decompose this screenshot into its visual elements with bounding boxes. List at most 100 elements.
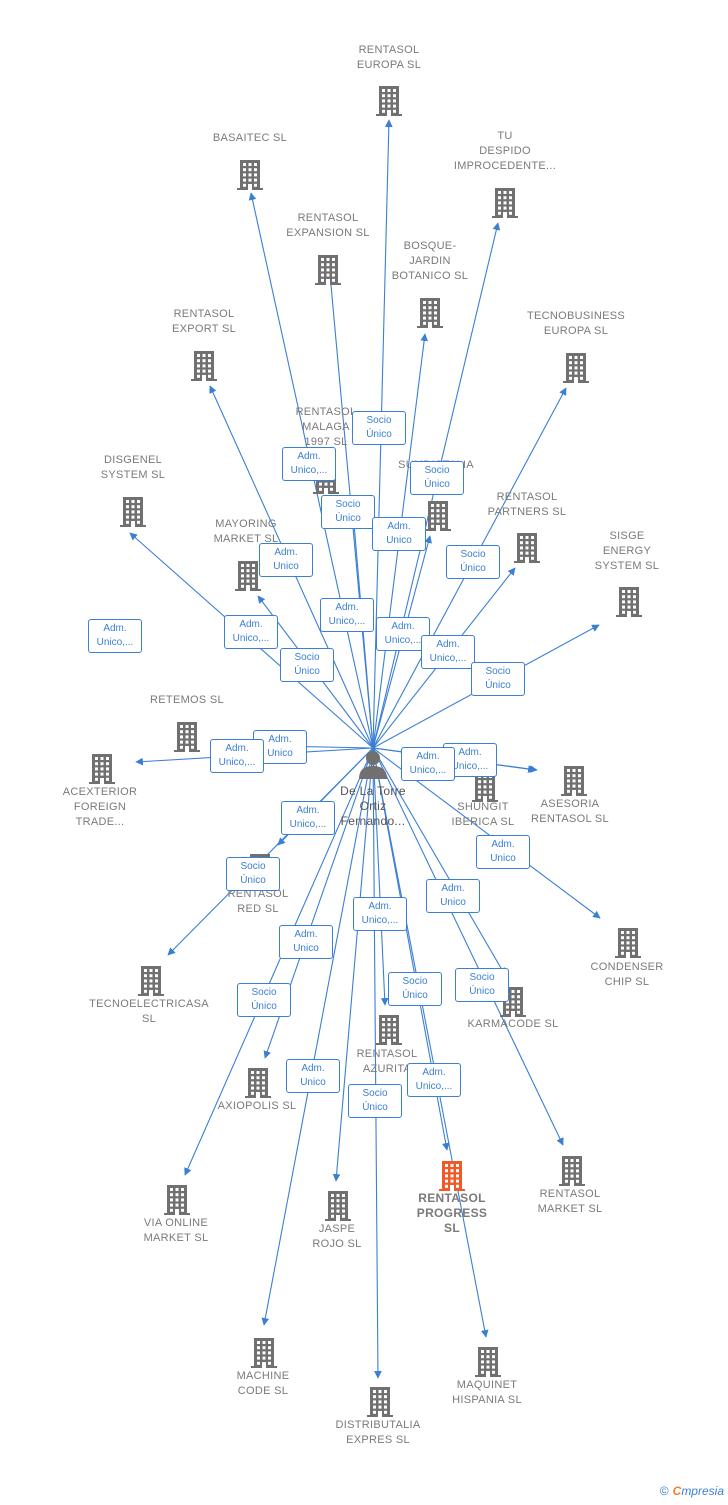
company-label[interactable]: ACEXTERIOR FOREIGN TRADE... bbox=[62, 786, 138, 828]
company-node-icon-c11[interactable] bbox=[467, 531, 587, 563]
company-node-icon-c24[interactable] bbox=[392, 1159, 512, 1191]
company-label[interactable]: MACHINE CODE SL bbox=[236, 1370, 290, 1397]
company-node-icon-c20[interactable] bbox=[91, 964, 211, 996]
company-label[interactable]: RENTASOL PROGRESS SL bbox=[416, 1191, 488, 1235]
company-node-icon-c1[interactable] bbox=[329, 84, 449, 116]
role-badge[interactable]: Socio Único bbox=[410, 461, 464, 495]
role-badge[interactable]: Adm. Unico,... bbox=[282, 447, 336, 481]
company-label[interactable]: SHUNGIT IBERICA SL bbox=[451, 801, 515, 828]
building-icon bbox=[89, 754, 115, 784]
company-label[interactable]: RENTASOL PARTNERS SL bbox=[487, 491, 567, 518]
person-node[interactable] bbox=[313, 749, 433, 781]
company-label-c22: RENTASOL AZURITA bbox=[327, 1047, 447, 1077]
company-label[interactable]: RENTASOL RED SL bbox=[227, 888, 289, 915]
role-badge[interactable]: Socio Único bbox=[237, 983, 291, 1017]
company-node-icon-c2[interactable] bbox=[190, 158, 310, 190]
company-node-icon-c15[interactable] bbox=[42, 752, 162, 784]
building-icon bbox=[563, 353, 589, 383]
company-label[interactable]: DISGENEL SYSTEM SL bbox=[100, 454, 166, 481]
company-label[interactable]: TECNOELECTRICASA SL bbox=[89, 998, 209, 1025]
company-node-icon-c16[interactable] bbox=[425, 770, 545, 802]
role-badge[interactable]: Socio Único bbox=[226, 857, 280, 891]
role-badge[interactable]: Adm. Unico,... bbox=[281, 801, 335, 835]
company-label[interactable]: MAYORING MARKET SL bbox=[213, 518, 279, 545]
role-badge[interactable]: Adm. Unico bbox=[259, 543, 313, 577]
building-icon bbox=[237, 160, 263, 190]
role-badge[interactable]: Socio Único bbox=[352, 411, 406, 445]
building-icon bbox=[235, 561, 261, 591]
role-badge[interactable]: Adm. Unico,... bbox=[407, 1063, 461, 1097]
company-label[interactable]: BOSQUE- JARDIN BOTANICO SL bbox=[391, 240, 469, 282]
company-node-icon-c4[interactable] bbox=[268, 253, 388, 285]
role-badge[interactable]: Socio Único bbox=[280, 648, 334, 682]
company-node-icon-c7[interactable] bbox=[516, 351, 636, 383]
role-badge[interactable]: Socio Único bbox=[348, 1084, 402, 1118]
role-badge[interactable]: Socio Único bbox=[455, 968, 509, 1002]
company-label[interactable]: KARMACODE SL bbox=[467, 1018, 559, 1030]
role-badge[interactable]: Adm. Unico,... bbox=[320, 598, 374, 632]
company-label[interactable]: RENTASOL MALAGA 1997 SL bbox=[295, 406, 357, 448]
company-label[interactable]: RENTASOL EXPANSION SL bbox=[286, 212, 370, 239]
company-label-c1: RENTASOL EUROPA SL bbox=[329, 43, 449, 73]
company-label-c3: TU DESPIDO IMPROCEDENTE... bbox=[445, 129, 565, 174]
company-label-c29: MAQUINET HISPANIA SL bbox=[427, 1378, 547, 1408]
edge-c25 bbox=[372, 747, 564, 1146]
empresia-brand[interactable]: ©Cmpresia bbox=[660, 1484, 724, 1498]
company-node-icon-c26[interactable] bbox=[117, 1183, 237, 1215]
role-badge[interactable]: Adm. Unico,... bbox=[210, 739, 264, 773]
edge-c30 bbox=[372, 747, 382, 1379]
company-node-icon-c29[interactable] bbox=[428, 1345, 548, 1377]
company-node-icon-c13[interactable] bbox=[569, 585, 689, 617]
company-label[interactable]: CONDENSER CHIP SL bbox=[590, 961, 664, 988]
company-label[interactable]: ASESORIA RENTASOL SL bbox=[531, 798, 609, 825]
company-label[interactable]: RETEMOS SL bbox=[150, 694, 224, 706]
role-badge[interactable]: Adm. Unico bbox=[372, 517, 426, 551]
company-label[interactable]: DISTRIBUTALIA EXPRES SL bbox=[335, 1419, 421, 1446]
company-label[interactable]: JASPE ROJO SL bbox=[312, 1223, 362, 1250]
company-label[interactable]: VIA ONLINE MARKET SL bbox=[143, 1217, 209, 1244]
company-node-icon-c9[interactable] bbox=[378, 499, 498, 531]
company-node-icon-c22[interactable] bbox=[329, 1013, 449, 1045]
role-badge[interactable]: Socio Único bbox=[471, 662, 525, 696]
company-label[interactable]: TU DESPIDO IMPROCEDENTE... bbox=[453, 130, 557, 172]
role-badge[interactable]: Adm. Unico,... bbox=[421, 635, 475, 669]
company-node-icon-c6[interactable] bbox=[144, 349, 264, 381]
role-badge[interactable]: Adm. Unico bbox=[476, 835, 530, 869]
role-badge[interactable]: Socio Único bbox=[446, 545, 500, 579]
company-node-icon-c27[interactable] bbox=[278, 1189, 398, 1221]
role-badge[interactable]: Socio Único bbox=[321, 495, 375, 529]
company-node-icon-c23[interactable] bbox=[198, 1066, 318, 1098]
company-node-icon-c14[interactable] bbox=[127, 720, 247, 752]
role-badge[interactable]: Adm. Unico bbox=[286, 1059, 340, 1093]
person-label[interactable]: De La Torre Ortiz Fernando... bbox=[340, 784, 406, 828]
company-node-icon-c12[interactable] bbox=[188, 559, 308, 591]
company-label[interactable]: SISGE ENERGY SYSTEM SL bbox=[594, 530, 660, 572]
role-badge[interactable]: Adm. Unico bbox=[426, 879, 480, 913]
company-label[interactable]: RENTASOL MARKET SL bbox=[537, 1188, 603, 1215]
company-label[interactable]: MAQUINET HISPANIA SL bbox=[452, 1379, 522, 1406]
role-badge[interactable]: Adm. Unico,... bbox=[88, 619, 142, 653]
role-badge[interactable]: Adm. Unico,... bbox=[401, 747, 455, 781]
company-node-icon-c25[interactable] bbox=[512, 1154, 632, 1186]
role-badge[interactable]: Adm. Unico,... bbox=[353, 897, 407, 931]
role-badge[interactable]: Adm. Unico,... bbox=[224, 615, 278, 649]
role-badge[interactable]: Adm. Unico,... bbox=[376, 617, 430, 651]
company-label[interactable]: TECNOBUSINESS EUROPA SL bbox=[526, 310, 626, 337]
role-badge[interactable]: Socio Único bbox=[388, 972, 442, 1006]
company-label[interactable]: RENTASOL EUROPA SL bbox=[356, 44, 422, 71]
company-label[interactable]: RENTASOL EXPORT SL bbox=[171, 308, 237, 335]
edge-c28 bbox=[261, 747, 374, 1326]
role-badge[interactable]: Adm. Unico bbox=[279, 925, 333, 959]
company-node-icon-c19[interactable] bbox=[568, 926, 688, 958]
company-node-icon-c17[interactable] bbox=[514, 764, 634, 796]
company-label[interactable]: RENTASOL AZURITA bbox=[356, 1048, 418, 1075]
company-node-icon-c30[interactable] bbox=[320, 1385, 440, 1417]
company-node-icon-c5[interactable] bbox=[370, 296, 490, 328]
building-icon bbox=[475, 1347, 501, 1377]
company-label[interactable]: AXIOPOLIS SL bbox=[217, 1100, 297, 1112]
company-node-icon-c28[interactable] bbox=[204, 1336, 324, 1368]
company-node-icon-c10[interactable] bbox=[73, 495, 193, 527]
company-node-icon-c3[interactable] bbox=[445, 186, 565, 218]
company-label[interactable]: BASAITEC SL bbox=[212, 132, 288, 144]
